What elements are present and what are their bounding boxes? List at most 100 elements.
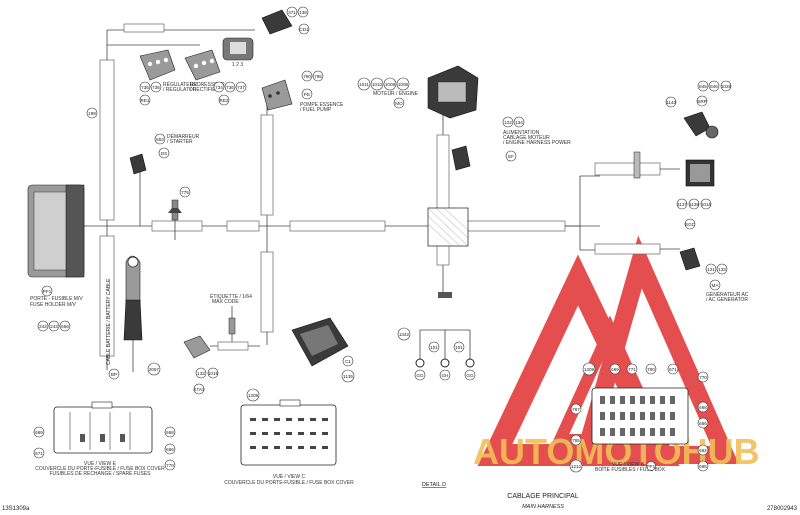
- pf1-code: PF1: [43, 289, 52, 294]
- battery-cable-caption: CABLE BATTERIE / BATTERY CABLE: [106, 278, 112, 365]
- doc-ref-right: 278002943: [767, 506, 798, 512]
- vb-caption-2: COUVERCLE DU PORTE-FUSIBLE / FUSE BOX CO…: [224, 480, 354, 486]
- vf2-caption-1: VUE / VIEW E: [84, 461, 117, 467]
- vf1-num-1: 1309: [584, 367, 595, 372]
- sta-code: STA3: [193, 387, 205, 392]
- ground-num-2: 101: [430, 345, 438, 350]
- pe-num-1: 790: [303, 74, 311, 79]
- re1-num-1: 735: [141, 85, 149, 90]
- sgc-num-2: 1138: [689, 202, 699, 207]
- ef-caption-1: ALIMENTATION: [503, 130, 540, 136]
- vf1-num-7: 767: [572, 407, 580, 412]
- doc-title-fr: CABLAGE PRINCIPAL: [507, 493, 579, 500]
- vf1-code: PF1: [647, 464, 656, 469]
- connector-ef: 122 134 ALIMENTATION CABLAGE MOTEUR / EN…: [451, 116, 571, 171]
- mo-code: MO: [395, 101, 403, 106]
- vf1-caption-1: VUE / VIEW B: [612, 462, 645, 468]
- re2-num-3: 737: [237, 85, 245, 90]
- connector-re2: REDRESSEUR / RECTIFIER 734 736 737 RE2: [184, 49, 247, 106]
- re2-num-2: 736: [226, 85, 234, 90]
- ds-num: 653: [156, 137, 164, 142]
- pf1-caption-1: PORTE - FUSIBLE M/V: [30, 296, 83, 302]
- vf1-caption-2: BOÎTE FUSIBLES / FUSE BOX: [595, 466, 666, 473]
- re1-code: RE1: [141, 98, 150, 103]
- battery-cable-code: BP: [111, 372, 117, 377]
- vf2-num-3: 668: [166, 430, 174, 435]
- view-fuse-box: 1309 669 771 700 671 770 767 668 666 121…: [569, 362, 709, 473]
- ef-caption-3: / ENGINE HARNESS POWER: [503, 140, 571, 146]
- pe-caption-1: POMPE ESSENCE: [300, 102, 344, 108]
- mo-num-1: 1011: [359, 82, 369, 87]
- ma-num-2: 133: [718, 267, 726, 272]
- vf1-num-11: 765: [572, 438, 580, 443]
- harness-left-num: 199: [88, 111, 96, 116]
- re2-caption-1: REDRESSEUR: [190, 82, 225, 88]
- mo-num-4: 1008: [398, 82, 409, 87]
- doc-ref-left: 13S1309a: [2, 506, 30, 512]
- ma-num-1: 121: [707, 267, 715, 272]
- cd1-num-1: 371: [288, 10, 296, 15]
- ma-caption-2: / AC GENERATOR: [706, 297, 748, 303]
- pe-caption-2: / FUEL PUMP: [300, 107, 332, 113]
- footer: 13S1309a 278002943 DETAIL D CABLAGE PRIN…: [2, 482, 798, 512]
- vf2-num-5: 770: [166, 463, 174, 468]
- mo-num-3: 1009: [385, 82, 396, 87]
- etiquette-caption-1: ÉTIQUETTE / 1/64: [210, 293, 252, 300]
- ma-code: MA: [712, 283, 720, 288]
- ma-caption-1: GÉNÉRATEUR AC: [706, 291, 749, 298]
- ground-num-3: 101: [455, 345, 463, 350]
- vf2-num-1: 669: [35, 430, 43, 435]
- connector-srp: 1143 845 846 1028 SRP: [665, 80, 732, 139]
- ds-caption-1: DÉMARREUR: [167, 133, 200, 140]
- vf2-num-4: 666: [166, 447, 174, 452]
- harness-left-label: 199: [86, 107, 98, 119]
- mo-caption: MOTEUR / ENGINE: [373, 91, 419, 97]
- ef-caption-2: CABLAGE MOTEUR: [503, 135, 550, 141]
- inline-fuse-num: 775: [181, 190, 189, 195]
- vf1-num-6: 770: [699, 375, 707, 380]
- detail-label: DETAIL D: [422, 482, 446, 488]
- re2-num-1: 734: [215, 85, 223, 90]
- connector-sta: 133 1015 STA3: [183, 335, 219, 395]
- c1-code: C1: [345, 359, 351, 364]
- srp-num-1: 1143: [666, 100, 676, 105]
- battery-cable: CABLE BATTERIE / BATTERY CABLE BP 2057: [106, 255, 161, 380]
- vf1-num-13: 695: [699, 464, 707, 469]
- ground-code-1: GG: [416, 373, 424, 378]
- view-spare-fuses: 669 671 668 666 770 VUE / VIEW E COUVERC…: [33, 401, 176, 477]
- vf2-caption-2: COUVERCLE DU PORTE-FUSIBLE / FUSE BOX CO…: [35, 466, 165, 472]
- ef-num-2: 134: [515, 120, 523, 125]
- ground-code-3: GG: [466, 373, 474, 378]
- view-fuse-cover: 1309 VUE / VIEW C COUVERCLE DU PORTE-FUS…: [224, 388, 354, 486]
- connector-re1: 735 736 RE1 RÉGULATEUR / REGULATOR: [139, 49, 197, 106]
- mo-num-2: 1010: [372, 82, 383, 87]
- cd1-code: CD1: [299, 27, 309, 32]
- vf1-num-2: 669: [611, 367, 619, 372]
- sgc-num-1: 1137: [677, 202, 687, 207]
- pf1-num-2: 243: [50, 324, 58, 329]
- vf1-num-4: 700: [647, 367, 655, 372]
- ground-num-1: 1342: [399, 332, 410, 337]
- pf1-num-3: 656: [61, 324, 69, 329]
- fuse-holder-pf1: PORTE - FUSIBLE M/V FUSE HOLDER M/V PF1 …: [27, 184, 85, 332]
- ef-code: EF: [508, 154, 514, 159]
- connector-ma: 121 133 MA GÉNÉRATEUR AC / AC GENERATOR: [679, 247, 749, 303]
- label-etiquette: ÉTIQUETTE / 1/64 MAX CODE: [210, 293, 260, 351]
- ef-num-1: 122: [504, 120, 512, 125]
- connector-c1: C1 1135: [291, 317, 355, 383]
- re2-code: RE2: [220, 98, 229, 103]
- re1-caption-1: RÉGULATEUR: [163, 81, 197, 88]
- connector-pe: 790 795 PE POMPE ESSENCE / FUEL PUMP: [261, 70, 344, 113]
- pe-num-2: 795: [314, 74, 322, 79]
- ground-code-2: GH: [442, 373, 449, 378]
- vf2-caption-3: FUSIBLES DE RECHANGE / SPARE FUSES: [49, 471, 151, 477]
- pe-code: PE: [304, 92, 310, 97]
- vf1-num-10: 1212: [571, 464, 582, 469]
- connector-mo: 1011 1010 1009 1008 MOTEUR / ENGINE MO: [357, 65, 479, 119]
- re1-caption-2: / REGULATOR: [163, 87, 197, 93]
- vf2-num-2: 671: [35, 451, 43, 456]
- vf1-num-3: 771: [628, 367, 636, 372]
- srp-num-4: 1028: [721, 84, 732, 89]
- cd1-num-2: 138: [299, 10, 307, 15]
